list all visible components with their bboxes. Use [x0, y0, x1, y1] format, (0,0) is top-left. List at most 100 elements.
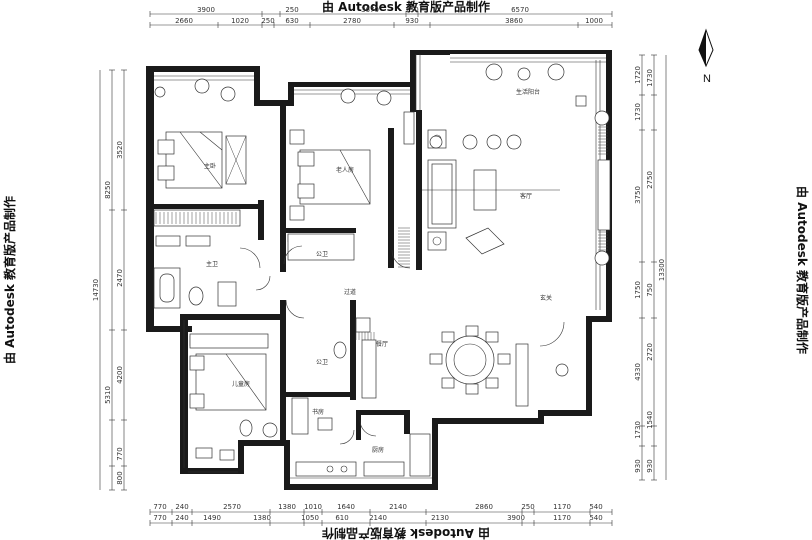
watermark-right: 由 Autodesk 教育版产品制作 [795, 186, 810, 354]
dim-label: 8250 [104, 181, 112, 199]
wardrobe-master [153, 209, 241, 227]
elder-room: 老人房 [289, 88, 415, 221]
dim-label: 240 [175, 514, 188, 522]
dim-label: 2140 [369, 514, 387, 522]
room-label-kitchen: 厨房 [372, 446, 384, 454]
dim-label: 1000 [585, 17, 603, 25]
dim-label: 2860 [475, 503, 493, 511]
dim-label: 2470 [116, 269, 124, 287]
room-label-corridor: 过道 [344, 288, 356, 296]
room-label-entrance: 玄关 [540, 294, 552, 302]
dim-label: 3860 [505, 17, 523, 25]
dim-label: 770 [153, 503, 166, 511]
dim-label: 1170 [553, 514, 571, 522]
study-room: 书房 [291, 397, 333, 435]
elder-bath: 公卫 [287, 233, 355, 261]
watermark-left: 由 Autodesk 教育版产品制作 [2, 196, 17, 364]
dim-label: 3900 [507, 514, 525, 522]
dimension-ticks [109, 11, 657, 526]
door-swings [239, 245, 565, 445]
room-label-balcony: 生活阳台 [516, 88, 540, 96]
room-label-living-room: 客厅 [520, 192, 532, 200]
dim-label: 540 [589, 503, 602, 511]
room-label-study: 书房 [312, 408, 324, 416]
dim-label: 770 [116, 447, 124, 460]
dim-label: 930 [405, 17, 418, 25]
dim-label: 3900 [197, 6, 215, 14]
dim-label: 2780 [343, 17, 361, 25]
dining-room: 玄关 餐厅 [376, 294, 569, 407]
watermark-bottom: 由 Autodesk 教育版产品制作 [322, 526, 490, 540]
kitchen: 厨房 [295, 433, 431, 477]
dim-label: 770 [153, 514, 166, 522]
main-bathroom: 主卫 [153, 235, 237, 309]
dim-label: 3750 [634, 186, 642, 204]
leisure-chairs [429, 63, 587, 150]
north-label: N [703, 73, 711, 85]
dimension-lines [99, 13, 667, 524]
dim-right: 1720 1730 3750 1750 4330 1730 930 1730 2… [634, 66, 666, 473]
dim-label: 250 [285, 6, 298, 14]
dim-label: 1720 [634, 66, 642, 84]
dim-label: 750 [646, 283, 654, 296]
dim-label: 1010 [304, 503, 322, 511]
dim-label: 1490 [203, 514, 221, 522]
room-label-child-room: 儿童房 [232, 380, 250, 388]
dim-label: 1020 [231, 17, 249, 25]
dim-top-row1: 3900 250 3670 250 6570 [197, 6, 529, 14]
dim-label: 1730 [634, 421, 642, 439]
room-label-guest-bath-lower: 公卫 [316, 359, 328, 366]
dim-label: 1380 [278, 503, 296, 511]
dim-label: 1640 [337, 503, 355, 511]
dim-label: 2660 [175, 17, 193, 25]
living-room: 客厅 [422, 110, 611, 266]
dim-label: 1730 [646, 69, 654, 87]
room-label-master-bedroom: 主卧 [204, 162, 216, 170]
dim-label: 4200 [116, 366, 124, 384]
dim-label: 930 [634, 459, 642, 472]
dim-label: 1170 [553, 503, 571, 511]
dim-left: 14730 8250 5310 3520 2470 4200 770 800 [92, 141, 124, 485]
child-room: 儿童房 [189, 333, 278, 461]
dim-label: 250 [261, 17, 274, 25]
room-label-guest-bath-upper: 公卫 [316, 251, 328, 258]
storage-hatching [155, 111, 608, 346]
dim-top-row2: 2660 1020 250 630 2780 930 3860 1000 [175, 17, 603, 25]
dim-bottom-row2: 770 240 1490 1380 1050 610 2140 2130 390… [153, 514, 602, 522]
guest-bath: 公卫 [316, 317, 377, 399]
dim-label: 2130 [431, 514, 449, 522]
dim-label: 14730 [92, 279, 100, 301]
dim-label: 3670 [361, 6, 379, 14]
dim-label: 1050 [301, 514, 319, 522]
watermark-top: 由 Autodesk 教育版产品制作 [322, 0, 490, 14]
dim-label: 250 [405, 6, 418, 14]
dim-label: 2750 [646, 171, 654, 189]
dim-label: 930 [646, 459, 654, 472]
room-label-elder-room: 老人房 [336, 166, 354, 174]
dim-label: 2140 [389, 503, 407, 511]
dim-label: 630 [285, 17, 298, 25]
dim-label: 250 [521, 503, 534, 511]
dim-label: 6570 [511, 6, 529, 14]
dim-label: 3520 [116, 141, 124, 159]
master-bedroom: 主卧 [154, 78, 247, 189]
dim-label: 2570 [223, 503, 241, 511]
dim-label: 4330 [634, 363, 642, 381]
dim-label: 1540 [646, 411, 654, 429]
dim-label: 13300 [658, 259, 666, 281]
dim-label: 1380 [253, 514, 271, 522]
dim-label: 800 [116, 471, 124, 484]
dim-label: 1730 [634, 103, 642, 121]
dim-label: 1750 [634, 281, 642, 299]
dim-label: 5310 [104, 386, 112, 404]
room-label-dining-room: 餐厅 [376, 340, 388, 348]
dim-label: 2720 [646, 343, 654, 361]
north-arrow-icon [698, 28, 714, 68]
dim-label: 240 [175, 503, 188, 511]
walls [146, 50, 612, 490]
dim-label: 540 [589, 514, 602, 522]
room-label-main-bath: 主卫 [206, 260, 218, 268]
dim-label: 610 [335, 514, 348, 522]
dim-bottom-row1: 770 240 2570 1380 1010 1640 2140 2860 25… [153, 503, 602, 511]
